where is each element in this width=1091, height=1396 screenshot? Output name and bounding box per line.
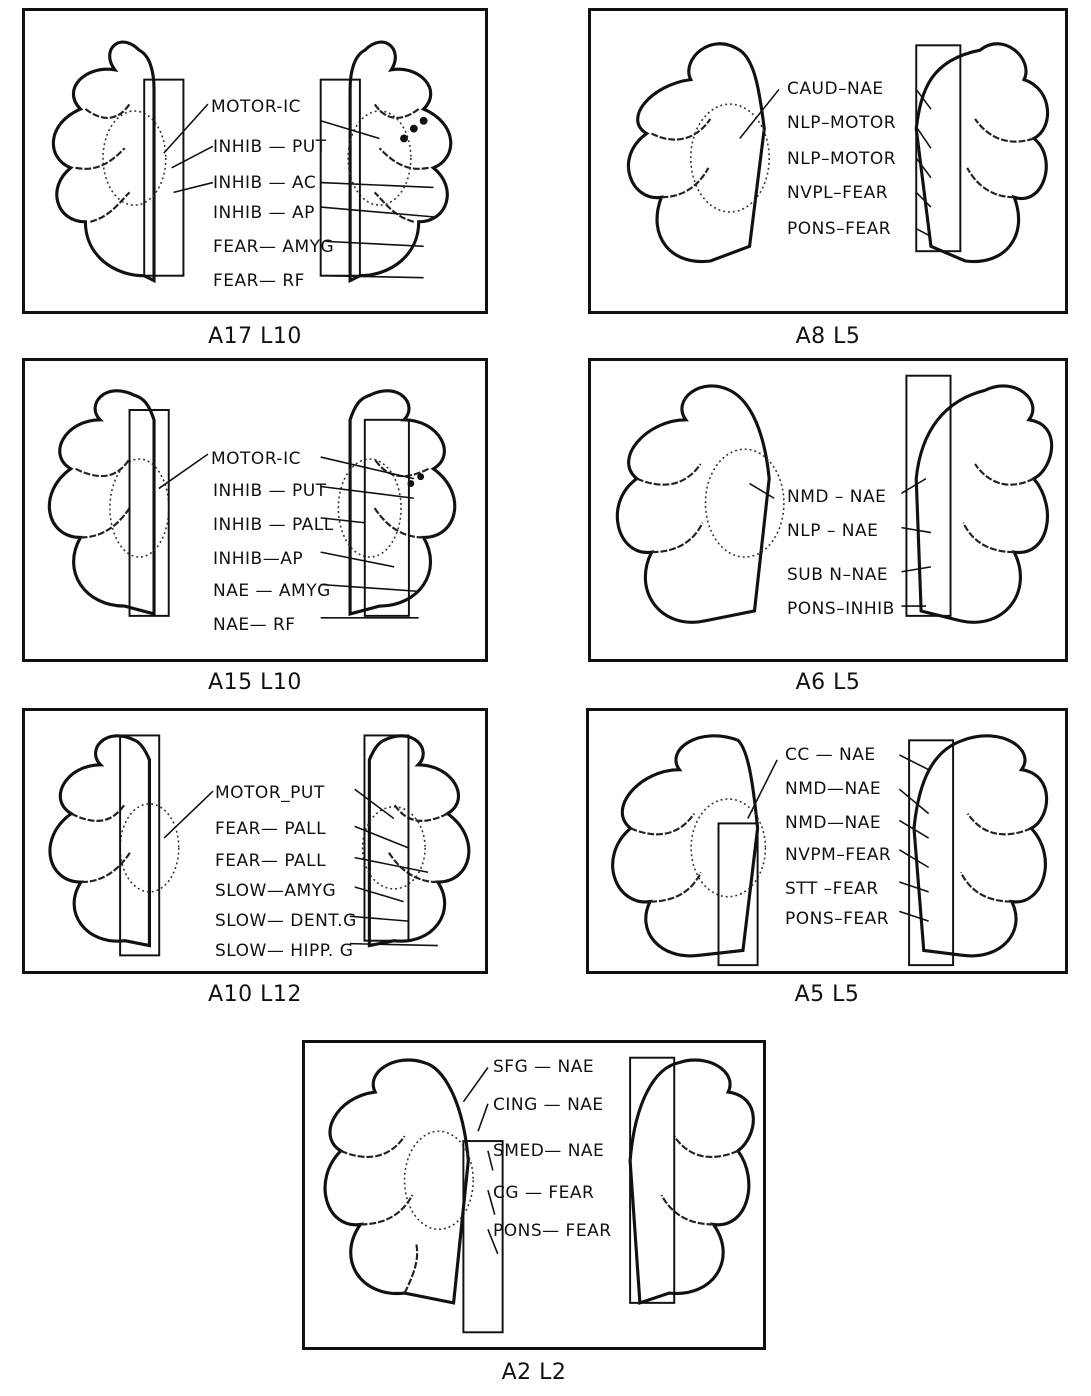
panel-a17-l10: MOTOR-IC INHIB — PUT INHIB — AC INHIB — … <box>22 8 488 314</box>
panel-a2-l2: SFG — NAE CING — NAE SMED— NAE CG — FEAR… <box>302 1040 766 1350</box>
label-nvpl-fear: NVPL–FEAR <box>787 185 888 202</box>
label-nae-amyg: NAE — AMYG <box>213 583 331 600</box>
caption-a15-l10: A15 L10 <box>22 670 488 695</box>
label-slow-hipp-g: SLOW— HIPP. G <box>215 943 353 960</box>
label-fear-amyg: FEAR— AMYG <box>213 239 334 256</box>
caption-a8-l5: A8 L5 <box>588 324 1068 349</box>
label-sfg-nae: SFG — NAE <box>493 1059 594 1076</box>
label-slow-amyg: SLOW—AMYG <box>215 883 336 900</box>
label-nlp-nae: NLP – NAE <box>787 523 878 540</box>
panel-a5-l5: CC — NAE NMD—NAE NMD—NAE NVPM–FEAR STT –… <box>586 708 1068 974</box>
label-fear-pall-1: FEAR— PALL <box>215 821 326 838</box>
label-inhib-pall: INHIB — PALL <box>213 517 334 534</box>
label-inhib-put: INHIB — PUT <box>213 139 327 156</box>
label-stt-fear: STT –FEAR <box>785 881 879 898</box>
label-fear-rf: FEAR— RF <box>213 273 305 290</box>
panel-a6-l5: NMD – NAE NLP – NAE SUB N–NAE PONS–INHIB <box>588 358 1068 662</box>
panel-a10-l12: MOTOR_PUT FEAR— PALL FEAR— PALL SLOW—AMY… <box>22 708 488 974</box>
label-smed-nae: SMED— NAE <box>493 1143 604 1160</box>
label-nmd-nae: NMD – NAE <box>787 489 886 506</box>
label-nmd-nae-2: NMD—NAE <box>785 815 881 832</box>
label-cg-fear: CG — FEAR <box>493 1185 594 1202</box>
panel-a8-l5: CAUD–NAE NLP–MOTOR NLP–MOTOR NVPL–FEAR P… <box>588 8 1068 314</box>
label-nlp-motor-1: NLP–MOTOR <box>787 115 896 132</box>
caption-a2-l2: A2 L2 <box>302 1360 766 1385</box>
label-nmd-nae-1: NMD—NAE <box>785 781 881 798</box>
label-pons-inhib: PONS–INHIB <box>787 601 895 618</box>
label-cc-nae: CC — NAE <box>785 747 876 764</box>
label-caud-nae: CAUD–NAE <box>787 81 884 98</box>
label-pons-fear: PONS–FEAR <box>787 221 891 238</box>
label-slow-dent-g: SLOW— DENT.G <box>215 913 357 930</box>
brain-section-drawing <box>25 11 485 311</box>
label-subn-nae: SUB N–NAE <box>787 567 888 584</box>
label-motor-put: MOTOR_PUT <box>215 785 325 802</box>
caption-a6-l5: A6 L5 <box>588 670 1068 695</box>
label-inhib-ac: INHIB — AC <box>213 175 316 192</box>
brain-section-drawing <box>25 711 485 971</box>
label-nvpm-fear: NVPM–FEAR <box>785 847 891 864</box>
label-motor-ic: MOTOR-IC <box>211 99 301 116</box>
caption-a5-l5: A5 L5 <box>586 982 1068 1007</box>
panel-a15-l10: MOTOR-IC INHIB — PUT INHIB — PALL INHIB—… <box>22 358 488 662</box>
label-cing-nae: CING — NAE <box>493 1097 604 1114</box>
caption-a10-l12: A10 L12 <box>22 982 488 1007</box>
label-motor-ic: MOTOR-IC <box>211 451 301 468</box>
label-pons-fear: PONS— FEAR <box>493 1223 612 1240</box>
label-nlp-motor-2: NLP–MOTOR <box>787 151 896 168</box>
caption-a17-l10: A17 L10 <box>22 324 488 349</box>
label-pons-fear: PONS–FEAR <box>785 911 889 928</box>
label-inhib-ap: INHIB — AP <box>213 205 315 222</box>
label-fear-pall-2: FEAR— PALL <box>215 853 326 870</box>
label-inhib-put: INHIB — PUT <box>213 483 327 500</box>
label-nae-rf: NAE— RF <box>213 617 296 634</box>
label-inhib-ap: INHIB—AP <box>213 551 303 568</box>
